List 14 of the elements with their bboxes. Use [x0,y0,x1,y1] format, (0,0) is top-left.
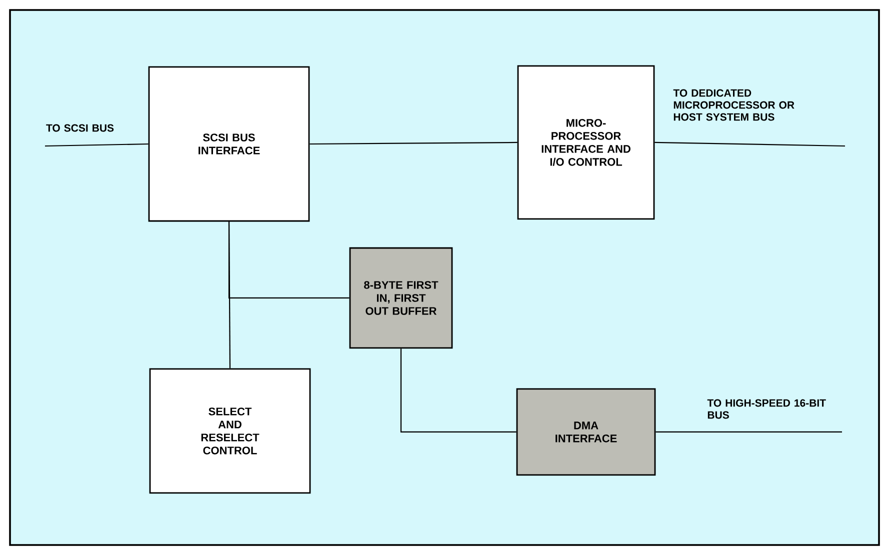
bus-label: TO DEDICATED MICROPROCESSOR OR HOST SYSTEM BUS [673,89,794,121]
connector-line [654,142,846,147]
connector-line [228,222,231,368]
bus-label: TO HIGH-SPEED 16-BIT BUS [707,399,826,419]
shaded-block-box: DMA INTERFACE [516,388,656,476]
block-box: SELECT AND RESELECT CONTROL [149,368,311,494]
bus-label: TO SCSI BUS [46,124,114,132]
block-box: SCSI BUS INTERFACE [148,66,310,222]
connector-line [45,143,148,147]
shaded-block-box: 8-BYTE FIRST IN, FIRST OUT BUFFER [349,247,453,349]
connector-line [310,142,518,145]
block-box: MICRO- PROCESSOR INTERFACE AND I/O CONTROL [517,65,655,220]
connector-line [656,431,842,433]
connector-line [400,348,516,433]
